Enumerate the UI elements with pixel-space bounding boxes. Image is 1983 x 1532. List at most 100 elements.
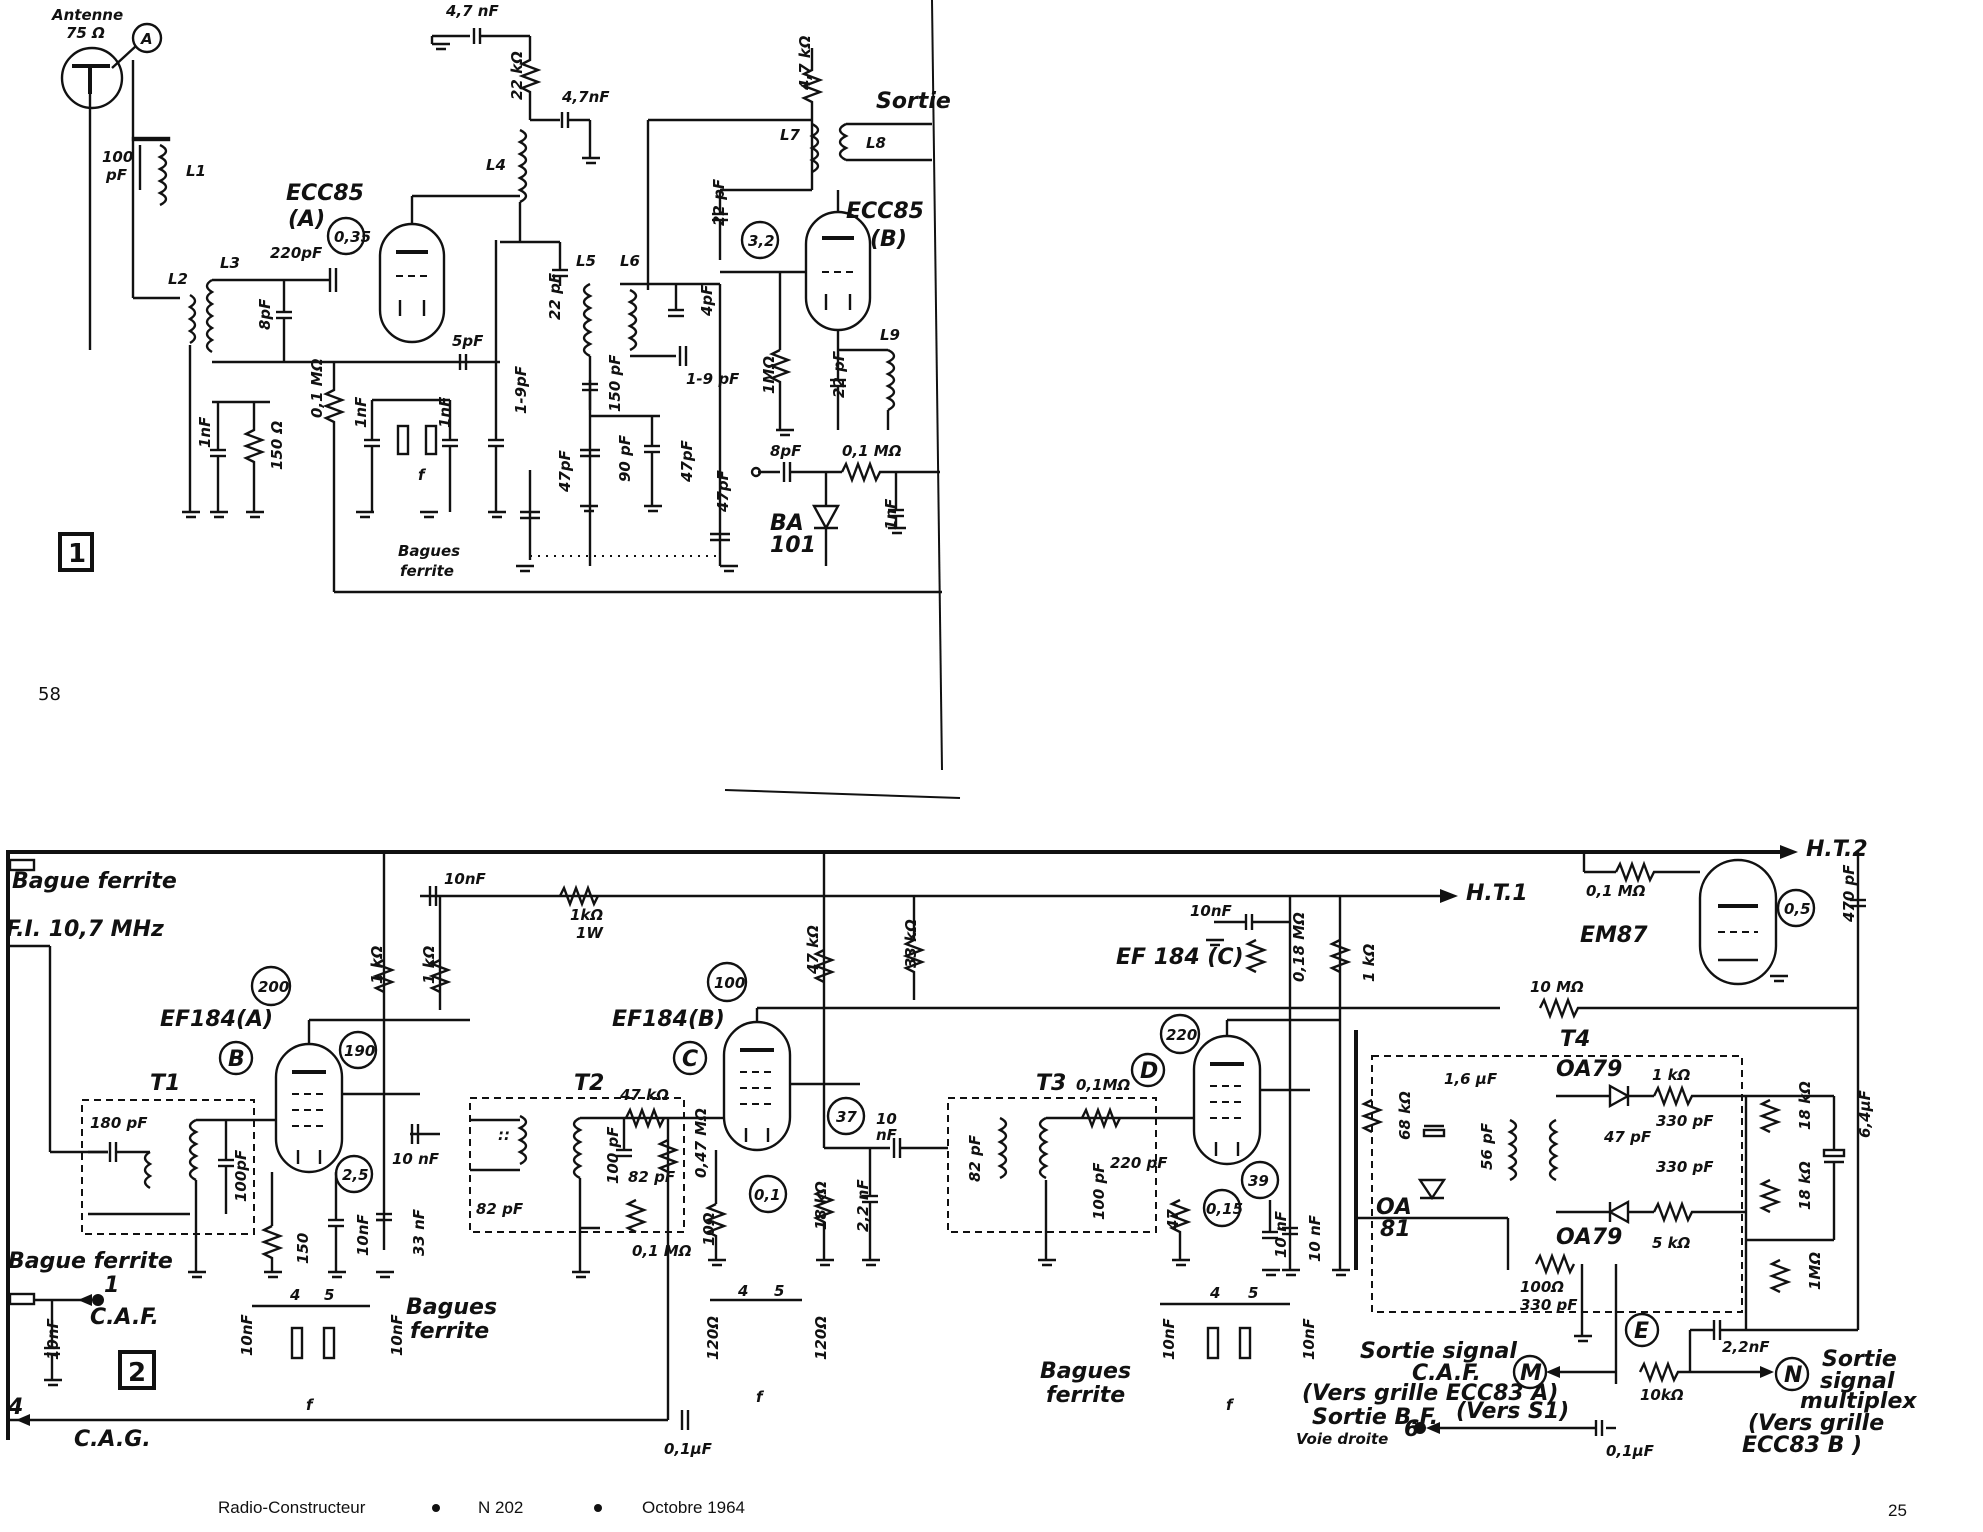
ferrite-f: f (418, 466, 427, 484)
ground-symbols-fig2 (44, 938, 1788, 1387)
r-0m1-t3-label: 0,1MΩ (1076, 1076, 1130, 1094)
pin-5-a: 5 (324, 1286, 334, 1304)
r-0m1-em-label: 0,1 MΩ (1586, 882, 1646, 900)
caf-ferrite-bead (8, 1292, 36, 1306)
r-47k-label: 47 kΩ (804, 925, 822, 975)
r-47k-t2 (624, 1106, 666, 1130)
output-mpx-title: Sortie (1822, 1347, 1897, 1372)
c-220p-t3: 220 pF (1110, 1154, 1168, 1172)
c-470p: 470 pF (1840, 864, 1858, 923)
c-150p: 150 pF (606, 354, 624, 412)
ferrite-f-a: f (306, 1396, 315, 1414)
r-18k-b (1758, 1178, 1782, 1214)
coil-t2-secondary (572, 1116, 583, 1180)
figure-1: Antenne 75 Ω A 100 pF L1 L2 L3 8pF 220pF (51, 2, 951, 594)
footer-bullet-2 (594, 1504, 602, 1512)
point-e-marker (1624, 1312, 1660, 1348)
tube-b-label: EF184(B) (612, 1007, 725, 1032)
voltage-37: 37 (836, 1108, 857, 1126)
tube-ef184-a (274, 1042, 344, 1174)
label-t3: T3 (1036, 1071, 1066, 1096)
tube-b-section: (B) (870, 227, 907, 252)
transformer-t3 (947, 1097, 1157, 1233)
label-l2: L2 (168, 270, 188, 288)
output-mpx-title-3: multiplex (1800, 1389, 1917, 1414)
c-47p-t4: 47 pF (1603, 1128, 1652, 1146)
r-0m1-out (840, 460, 940, 484)
c-10n-f: 10 nF (1306, 1214, 1324, 1262)
voltage-marker-100 (706, 961, 748, 1003)
footer-number: N 202 (478, 1498, 523, 1517)
output-caf-title-2: C.A.F. (1412, 1361, 1481, 1386)
footer-journal: Radio-Constructeur (218, 1498, 366, 1517)
c-0u1-bf: 0,1μF (1606, 1442, 1655, 1460)
voltage-marker-190 (338, 1030, 378, 1070)
c-90p: 90 pF (616, 434, 634, 482)
r-0m1-grid (322, 362, 346, 592)
r-10k (1638, 1360, 1720, 1384)
pin-5-b: 5 (774, 1282, 784, 1300)
figure-2-box (118, 1350, 156, 1390)
c-10n-e: 10 nF (1272, 1210, 1290, 1258)
diode-oa79-b (1607, 1199, 1630, 1225)
diode-oa81 (1417, 1178, 1447, 1201)
c-180p: 180 pF (90, 1114, 148, 1132)
r-0m1-t3 (1080, 1106, 1122, 1130)
label-l6: L6 (620, 252, 640, 270)
ferrite-rings-label: Bagues (398, 542, 460, 560)
output-bf-pin: 6 (1404, 1417, 1419, 1442)
voltage-a: 0,35 (334, 228, 371, 246)
r-1k-t4 (1652, 1084, 1746, 1108)
pin-4-b: 4 (737, 1282, 748, 1300)
c-1n-c: 1nF (436, 396, 454, 428)
r-0m1-em (1614, 860, 1700, 884)
coil-l5 (582, 282, 593, 358)
output-label: Sortie (876, 89, 951, 114)
pin-4-c: 4 (1209, 1284, 1220, 1302)
r-150-fig2 (260, 1224, 284, 1272)
point-c-marker (672, 1040, 708, 1076)
diode-label: BA (770, 511, 804, 536)
c-10n-caf: 10nF (44, 1317, 62, 1360)
r-1k-1w (558, 884, 600, 908)
r-1m-label: 1MΩ (760, 356, 778, 394)
tube-c-label: EF 184 (C) (1116, 945, 1244, 970)
diode-oa81-label: OA (1376, 1195, 1412, 1220)
coil-t1-secondary (188, 1118, 199, 1182)
pin-4-a: 4 (289, 1286, 300, 1304)
cag-pin: 4 (7, 1395, 23, 1420)
ferrite-bead-c (290, 1326, 304, 1360)
c-220p: 220pF (270, 244, 323, 262)
r-100-label: 100Ω (1520, 1278, 1564, 1296)
voltage-b: 3,2 (748, 232, 775, 250)
diode-oa79-a (1608, 1083, 1631, 1109)
c-82p-t2: 82 pF (476, 1200, 524, 1218)
c-4p: 4pF (698, 284, 716, 317)
figure-1-number: 1 (68, 539, 86, 569)
tube-a-name: ECC85 (286, 181, 364, 206)
c-1n-a: 1nF (196, 416, 214, 448)
r-68k (1360, 1098, 1384, 1134)
coil-l1 (157, 143, 168, 207)
voltage-0-15: 0,15 (1206, 1200, 1243, 1218)
ferrite-ring-input: Bague ferrite (12, 869, 177, 894)
c-8p-out: 8pF (770, 442, 802, 460)
coil-l4 (517, 128, 528, 204)
ferrite-rings-b-2: ferrite (1046, 1383, 1125, 1408)
output-mpx-dest-2: ECC83 B ) (1742, 1433, 1862, 1458)
transformer-t2 (469, 1097, 685, 1233)
point-c-label: C (682, 1047, 698, 1072)
r-0m18 (1244, 938, 1268, 974)
r-47-fig2 (1168, 1198, 1192, 1260)
ferrite-f-c: f (1226, 1396, 1235, 1414)
point-a-marker (131, 22, 163, 54)
point-b-marker (218, 1040, 254, 1076)
ferrite-bead-b (424, 424, 438, 456)
r-150-label: 150 (294, 1233, 312, 1264)
c-47p-b: 47pF (556, 449, 574, 493)
diode-ba101 (811, 504, 841, 531)
r-1m (1768, 1258, 1792, 1294)
transformer-t4 (1371, 1055, 1743, 1313)
caf-label: C.A.F. (90, 1305, 159, 1330)
ferrite-rings-b: Bagues (1040, 1359, 1131, 1384)
